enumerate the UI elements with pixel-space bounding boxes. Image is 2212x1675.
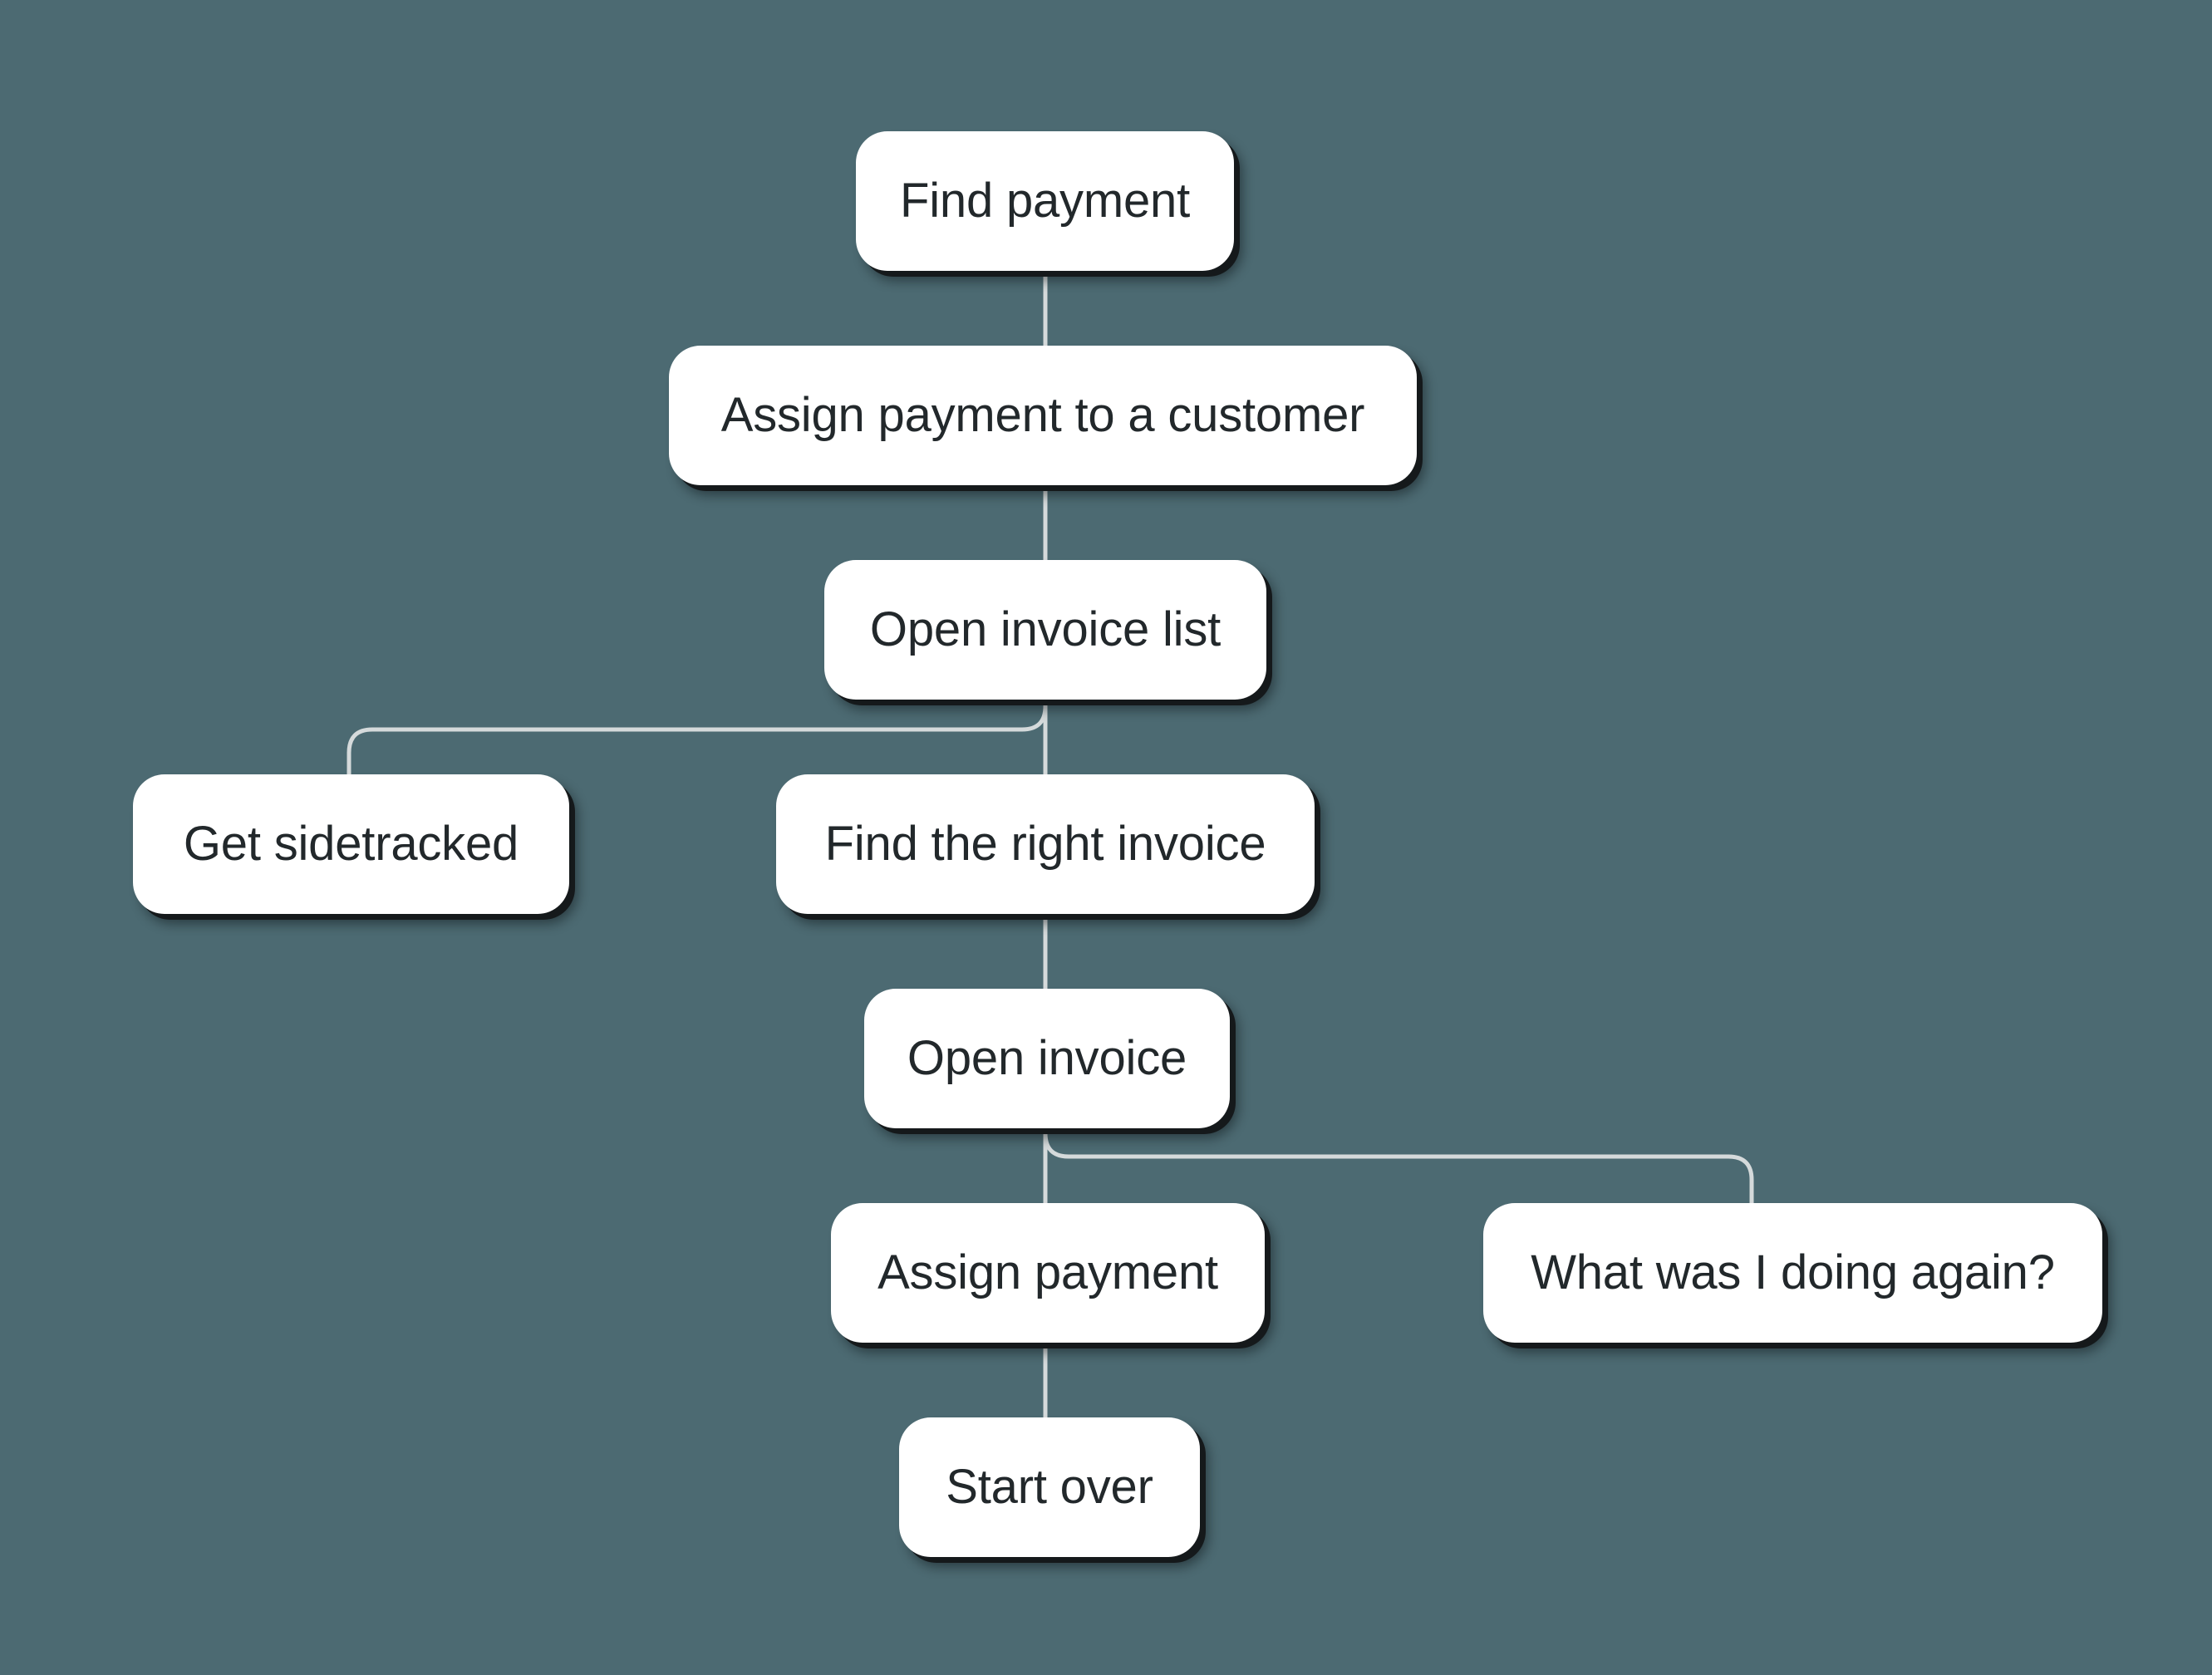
node-label-what-was-i-doing-again: What was I doing again? [1531,1245,2055,1299]
edge-open-invoice-to-what-was-i-doing [1043,1128,1754,1203]
node-label-find-the-right-invoice: Find the right invoice [824,817,1266,871]
node-label-find-payment: Find payment [900,174,1190,228]
node-start-over[interactable]: Start over [899,1417,1200,1557]
node-label-get-sidetracked: Get sidetracked [183,817,519,871]
node-label-start-over: Start over [946,1460,1153,1514]
node-label-assign-payment-to-a-customer: Assign payment to a customer [720,388,1365,442]
node-find-the-right-invoice[interactable]: Find the right invoice [776,774,1315,914]
node-find-payment[interactable]: Find payment [856,131,1234,271]
node-label-open-invoice-list: Open invoice list [869,602,1222,656]
node-assign-payment[interactable]: Assign payment [831,1203,1265,1343]
node-assign-payment-to-a-customer[interactable]: Assign payment to a customer [669,346,1417,485]
node-open-invoice[interactable]: Open invoice [864,989,1230,1128]
node-get-sidetracked[interactable]: Get sidetracked [133,774,569,914]
edge-invoice-list-to-get-sidetracked [347,700,1048,774]
node-label-assign-payment: Assign payment [877,1245,1218,1299]
node-label-open-invoice: Open invoice [907,1031,1187,1085]
node-open-invoice-list[interactable]: Open invoice list [824,560,1266,700]
node-what-was-i-doing-again[interactable]: What was I doing again? [1483,1203,2102,1343]
